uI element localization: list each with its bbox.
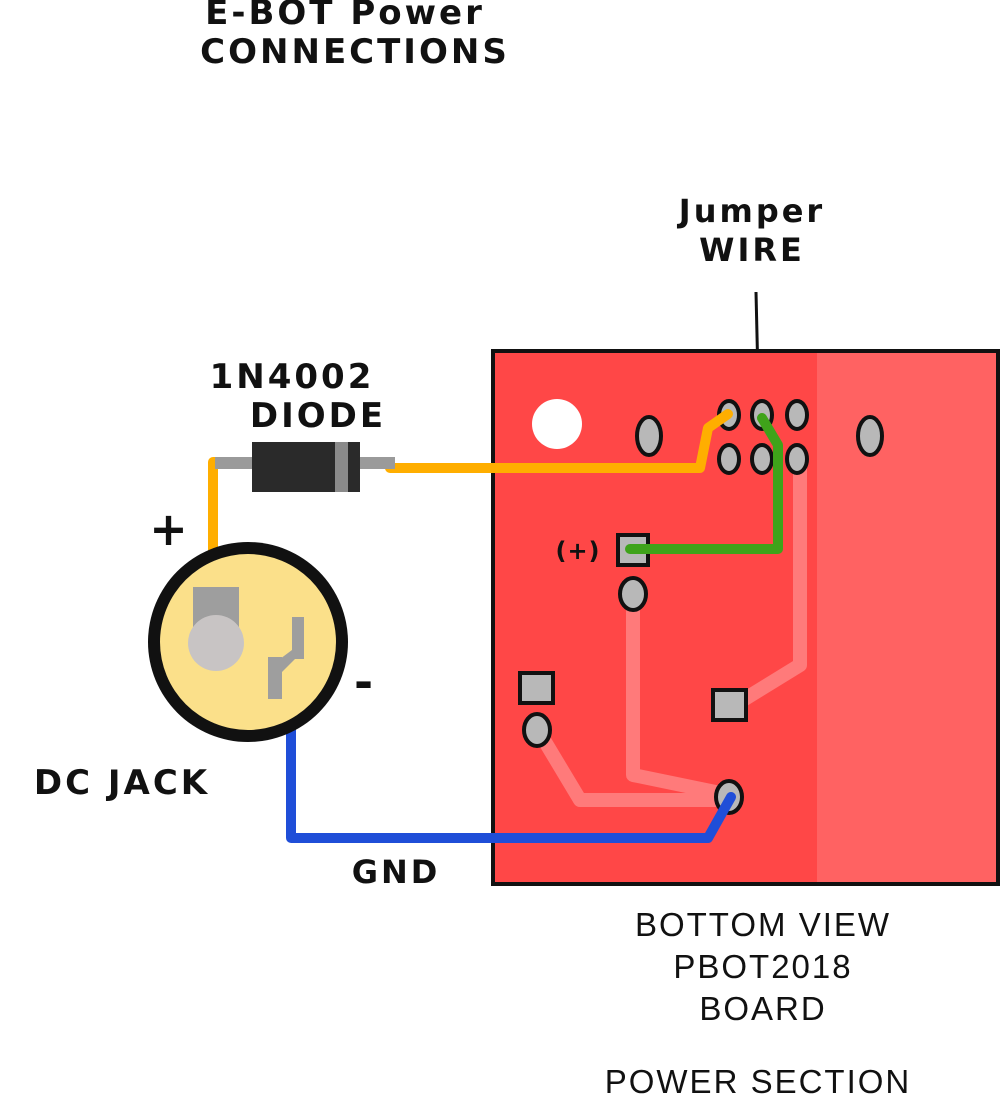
jumper-label-line-1: Jumper <box>677 192 825 230</box>
diode-label-line-2: DIODE <box>250 396 386 436</box>
orange-wire-diode-to-pin <box>385 409 733 473</box>
board-edge-strip <box>817 353 996 882</box>
diode-label-line-1: 1N4002 <box>210 357 375 397</box>
dc-jack-sleeve-lug <box>268 617 304 699</box>
mounting-hole <box>532 399 582 449</box>
gnd-label: GND <box>352 853 441 891</box>
caption-line-2: PBOT2018 <box>673 948 852 985</box>
dc-jack-center-pin <box>188 615 244 671</box>
blue-gnd-wire <box>286 658 736 843</box>
diode <box>215 442 395 492</box>
plus-sign: + <box>149 502 191 556</box>
caption-line-3: BOARD <box>699 990 826 1027</box>
minus-sign: - <box>354 655 376 709</box>
positive-pad-label: (+) <box>555 537 600 565</box>
jumper-label-line-2: WIRE <box>699 231 805 269</box>
diode-band <box>335 442 348 492</box>
green-jumper-wire <box>625 413 783 554</box>
caption-line-4: POWER SECTION <box>605 1063 912 1096</box>
title-line-1: E-BOT Power <box>205 0 485 33</box>
dc-jack-body <box>160 554 336 730</box>
title-line-2: CONNECTIONS <box>200 32 510 72</box>
board-traces <box>531 460 807 807</box>
caption-line-1: BOTTOM VIEW <box>635 906 891 943</box>
dc-jack-label: DC JACK <box>34 763 210 803</box>
pcb-board: (+) <box>491 349 1000 886</box>
dc-jack <box>148 542 348 742</box>
